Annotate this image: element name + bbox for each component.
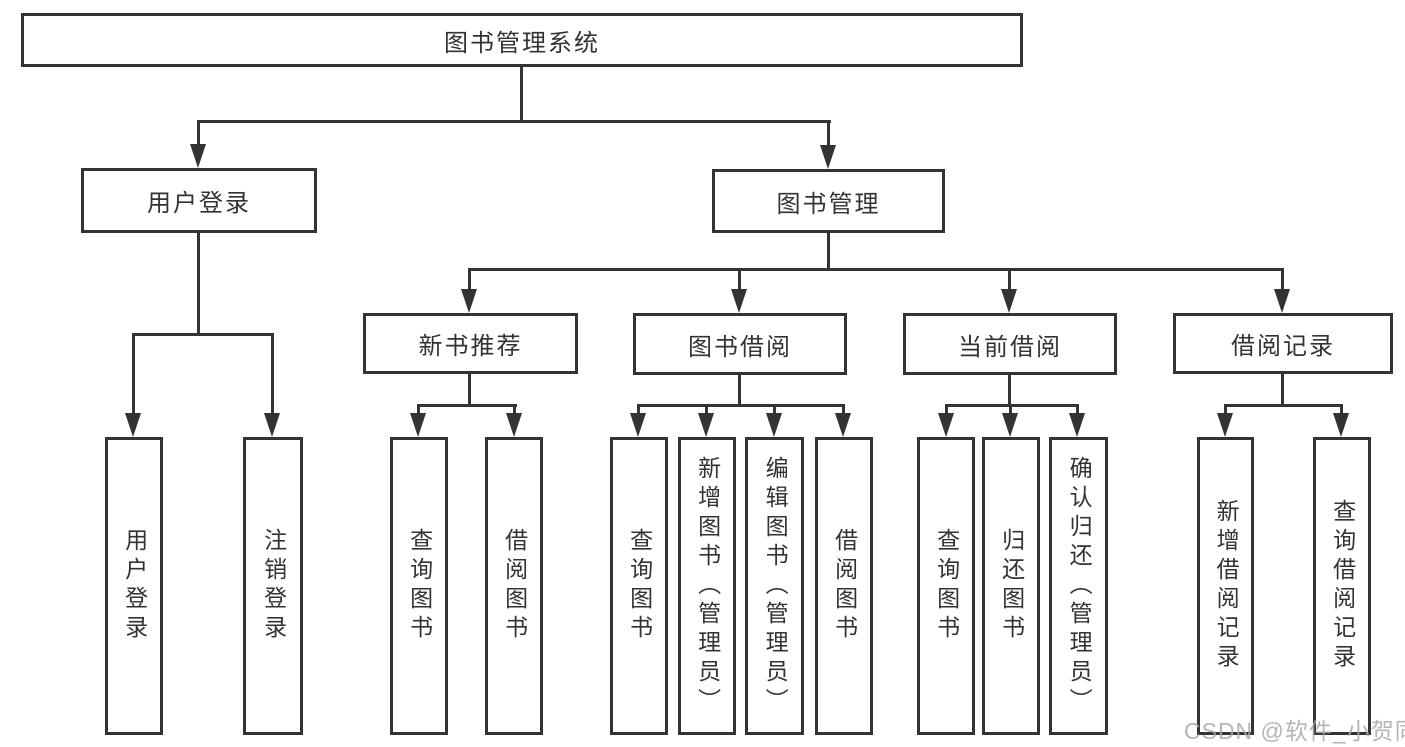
arrowhead-icon: [1069, 413, 1085, 437]
connector-line: [738, 268, 741, 291]
connector-line: [827, 233, 830, 271]
connector-line: [520, 67, 523, 120]
node-book-mgmt-label: 图书管理: [776, 190, 881, 218]
leaf-borrow-query-book-label: 查询图书: [626, 528, 653, 644]
node-root-label: 图书管理系统: [444, 29, 600, 57]
connector-line: [1076, 404, 1079, 416]
node-new-book-recommend: 新书推荐: [363, 313, 578, 374]
leaf-recommend-borrow-book-label: 借阅图书: [501, 528, 528, 644]
arrowhead-icon: [766, 413, 782, 437]
connector-line: [468, 374, 471, 407]
arrowhead-icon: [1274, 289, 1290, 313]
arrowhead-icon: [698, 413, 714, 437]
leaf-borrow-book-label: 借阅图书: [831, 528, 858, 644]
arrowhead-icon: [410, 413, 426, 437]
arrowhead-icon: [461, 289, 477, 313]
leaf-recommend-query-book: 查询图书: [390, 437, 448, 735]
node-borrow-records-label: 借阅记录: [1231, 333, 1335, 360]
connector-line: [197, 233, 200, 336]
node-book-borrow: 图书借阅: [633, 313, 847, 375]
arrowhead-icon: [1002, 413, 1018, 437]
node-user-login-label: 用户登录: [147, 190, 251, 217]
arrowhead-icon: [1333, 413, 1349, 437]
leaf-add-borrow-record-label: 新增借阅记录: [1213, 499, 1240, 673]
csdn-watermark: CSDN @软件_小贺同学: [1184, 718, 1405, 744]
connector-line: [1281, 268, 1284, 291]
leaf-add-book-admin: 新增图书（管理员）: [678, 437, 736, 735]
arrowhead-icon: [630, 413, 646, 437]
connector-line: [705, 404, 708, 416]
leaf-confirm-return-admin: 确认归还（管理员）: [1049, 437, 1108, 735]
node-user-login: 用户登录: [81, 168, 317, 233]
arrowhead-icon: [1001, 289, 1017, 313]
arrowhead-icon: [731, 289, 747, 313]
connector-line: [1340, 404, 1343, 416]
arrowhead-icon: [1217, 413, 1233, 437]
node-borrow-records: 借阅记录: [1173, 313, 1393, 374]
node-root: 图书管理系统: [21, 13, 1023, 67]
leaf-recommend-borrow-book: 借阅图书: [485, 437, 543, 735]
leaf-logout: 注销登录: [243, 437, 303, 735]
connector-line: [1281, 374, 1284, 407]
connector-line: [417, 404, 420, 416]
leaf-add-borrow-record: 新增借阅记录: [1197, 437, 1254, 735]
arrowhead-icon: [125, 413, 141, 437]
arrowhead-icon: [506, 413, 522, 437]
connector-line: [468, 268, 1284, 271]
node-book-mgmt: 图书管理: [712, 169, 945, 233]
leaf-user-login: 用户登录: [105, 437, 163, 735]
connector-line: [738, 375, 741, 407]
connector-line: [637, 404, 845, 407]
leaf-query-borrow-record: 查询借阅记录: [1313, 437, 1371, 735]
leaf-logout-label: 注销登录: [260, 528, 287, 644]
connector-line: [417, 404, 517, 407]
connector-line: [1224, 404, 1227, 416]
connector-line: [945, 404, 1079, 407]
connector-line: [637, 404, 640, 416]
leaf-recommend-query-book-label: 查询图书: [406, 528, 433, 644]
connector-line: [945, 404, 948, 416]
connector-line: [773, 404, 776, 416]
arrowhead-icon: [264, 413, 280, 437]
connector-line: [468, 268, 471, 291]
leaf-edit-book-admin: 编辑图书（管理员）: [745, 437, 804, 735]
connector-line: [513, 404, 516, 416]
arrowhead-icon: [938, 413, 954, 437]
leaf-borrow-book: 借阅图书: [815, 437, 873, 735]
leaf-current-query-book-label: 查询图书: [933, 528, 960, 644]
connector-line: [132, 333, 274, 336]
arrowhead-icon: [190, 144, 206, 168]
node-current-borrow-label: 当前借阅: [958, 333, 1062, 361]
connector-line: [1009, 404, 1012, 416]
connector-line: [197, 120, 200, 146]
leaf-return-book: 归还图书: [982, 437, 1040, 735]
leaf-add-book-admin-label: 新增图书（管理员）: [694, 455, 721, 717]
connector-line: [1008, 268, 1011, 291]
node-current-borrow: 当前借阅: [903, 313, 1117, 375]
connector-line: [271, 333, 274, 415]
connector-line: [197, 120, 831, 123]
arrowhead-icon: [835, 413, 851, 437]
leaf-borrow-query-book: 查询图书: [610, 437, 668, 735]
connector-line: [1008, 375, 1011, 407]
arrowhead-icon: [820, 145, 836, 169]
leaf-query-borrow-record-label: 查询借阅记录: [1329, 499, 1356, 673]
leaf-user-login-label: 用户登录: [121, 528, 148, 644]
node-new-book-recommend-label: 新书推荐: [418, 333, 523, 360]
leaf-confirm-return-admin-label: 确认归还（管理员）: [1066, 455, 1093, 717]
node-book-borrow-label: 图书借阅: [688, 333, 792, 361]
connector-line: [842, 404, 845, 416]
leaf-edit-book-admin-label: 编辑图书（管理员）: [762, 455, 789, 717]
leaf-return-book-label: 归还图书: [998, 528, 1025, 644]
connector-line: [132, 333, 135, 415]
leaf-current-query-book: 查询图书: [917, 437, 975, 735]
connector-line: [827, 120, 830, 147]
connector-line: [1224, 404, 1343, 407]
